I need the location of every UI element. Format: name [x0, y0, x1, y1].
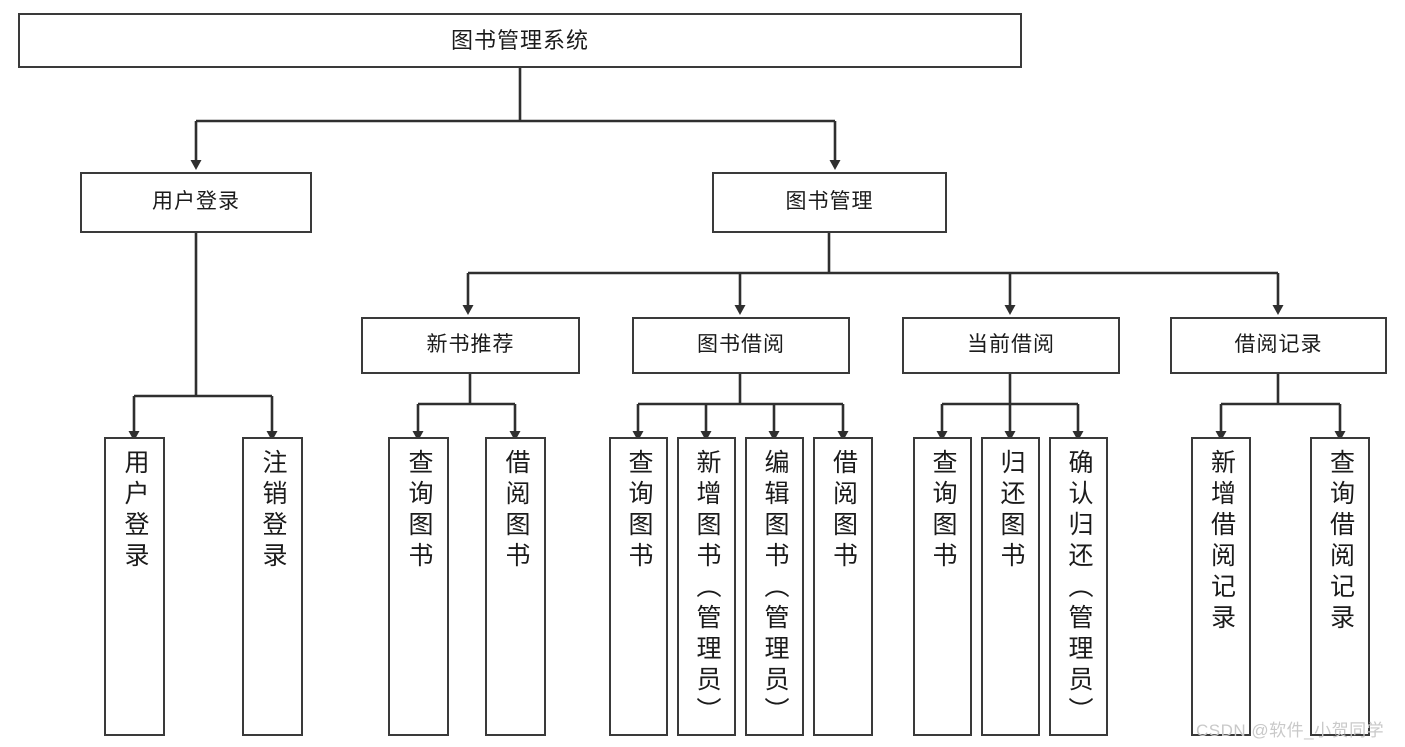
leaf-user-login[interactable]: 用户登录: [104, 437, 165, 736]
node-label: 用户登录: [121, 449, 149, 573]
node-label: 查询借阅记录: [1326, 449, 1355, 635]
node-user-login[interactable]: 用户登录: [80, 172, 312, 233]
leaf-record-add-borrow-record[interactable]: 新增借阅记录: [1191, 437, 1251, 736]
leaf-current-query-book[interactable]: 查询图书: [913, 437, 972, 736]
leaf-borrow-edit-book-admin[interactable]: 编辑图书（管理员）: [745, 437, 804, 736]
node-label: 借阅记录: [1234, 333, 1323, 357]
leaf-borrow-query-book[interactable]: 查询图书: [609, 437, 668, 736]
leaf-recommend-borrow-book[interactable]: 借阅图书: [485, 437, 546, 736]
node-label: 借阅图书: [502, 449, 530, 573]
node-label: 查询图书: [625, 449, 653, 573]
node-label: 图书管理: [785, 190, 874, 214]
node-label: 注销登录: [259, 449, 287, 573]
node-label: 当前借阅: [967, 333, 1055, 357]
node-label: 归还图书: [997, 449, 1025, 573]
node-label: 用户登录: [152, 190, 240, 214]
leaf-current-return-book[interactable]: 归还图书: [981, 437, 1040, 736]
node-current-borrow[interactable]: 当前借阅: [902, 317, 1120, 374]
csdn-watermark: CSDN @软件_小贺同学: [1196, 721, 1385, 740]
leaf-borrow-borrow-book[interactable]: 借阅图书: [813, 437, 873, 736]
leaf-borrow-add-book-admin[interactable]: 新增图书（管理员）: [677, 437, 736, 736]
node-label: 新书推荐: [426, 333, 515, 357]
node-label: 查询图书: [405, 449, 433, 573]
node-borrow-record[interactable]: 借阅记录: [1170, 317, 1387, 374]
leaf-recommend-query-book[interactable]: 查询图书: [388, 437, 449, 736]
node-book-borrow[interactable]: 图书借阅: [632, 317, 850, 374]
node-label: 借阅图书: [829, 449, 858, 573]
leaf-record-query-borrow-record[interactable]: 查询借阅记录: [1310, 437, 1370, 736]
node-label: 新增借阅记录: [1207, 449, 1236, 635]
leaf-current-confirm-return-admin[interactable]: 确认归还（管理员）: [1049, 437, 1108, 736]
node-label: 新增图书（管理员）: [693, 449, 721, 728]
node-label: 编辑图书（管理员）: [761, 449, 789, 728]
node-label: 图书管理系统: [450, 27, 589, 53]
node-label: 确认归还（管理员）: [1065, 449, 1093, 728]
node-new-book-recommend[interactable]: 新书推荐: [361, 317, 580, 374]
node-book-management[interactable]: 图书管理: [712, 172, 947, 233]
node-label: 图书借阅: [697, 333, 785, 357]
leaf-user-logout[interactable]: 注销登录: [242, 437, 303, 736]
node-label: 查询图书: [929, 449, 957, 573]
node-root-system[interactable]: 图书管理系统: [18, 13, 1022, 68]
